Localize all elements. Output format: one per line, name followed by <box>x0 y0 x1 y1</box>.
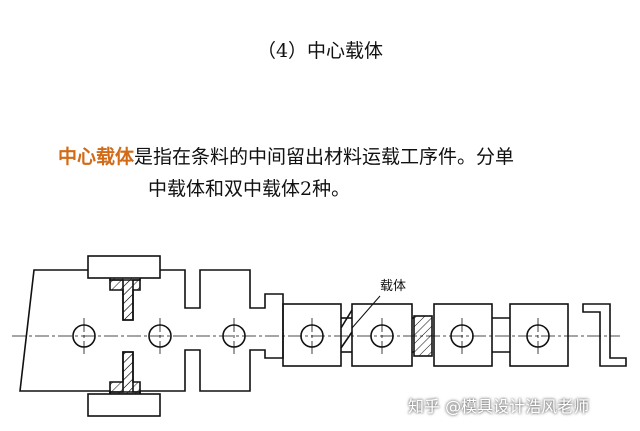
carrier-leader-line <box>351 295 381 329</box>
lower-guide-block <box>87 393 161 417</box>
upper-t-hatch <box>109 279 141 321</box>
center-carrier-diagram: 载体 <box>12 255 627 417</box>
part-3 <box>433 303 493 367</box>
description-line-1: 是指在条料的中间留出材料运载工序件。分单 <box>134 146 515 168</box>
carrier-diagonal-1 <box>340 309 353 329</box>
section-heading: （4）中心载体 <box>256 40 384 62</box>
lower-t-hatch <box>109 351 141 393</box>
watermark-text: 知乎 @模具设计浩风老师 <box>408 397 590 416</box>
description-line-2: 中载体和双中载体2种。 <box>148 178 351 200</box>
end-scrap <box>582 303 627 367</box>
carrier-diagonal-2 <box>340 331 353 349</box>
upper-guide-block <box>87 255 161 279</box>
part-1 <box>282 303 342 367</box>
description-paragraph: 中心载体是指在条料的中间留出材料运载工序件。分单 中载体和双中载体2种。 <box>58 141 618 205</box>
carrier-label: 载体 <box>380 279 406 294</box>
part-2 <box>351 303 413 367</box>
part-4 <box>509 303 569 367</box>
highlighted-term: 中心载体 <box>58 146 135 168</box>
